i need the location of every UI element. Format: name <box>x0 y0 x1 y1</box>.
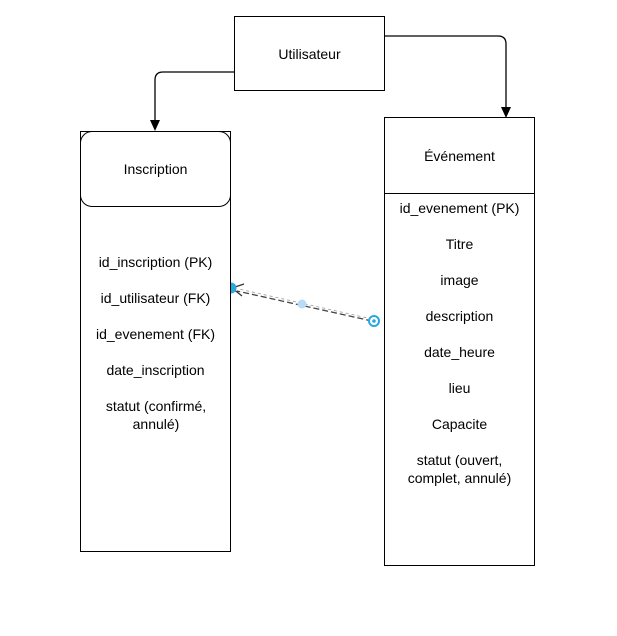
evenement-field: Titre <box>445 236 474 252</box>
evenement-field: statut (ouvert, complet, annulé) <box>407 452 512 486</box>
edge-evenement-inscription-selected[interactable] <box>225 282 380 327</box>
evenement-title: Événement <box>424 147 495 164</box>
edge-midpoint-handle <box>297 299 307 309</box>
arrowhead-inscription <box>150 120 160 131</box>
inscription-field: statut (confirmé, annulé) <box>105 398 207 432</box>
evenement-entity[interactable]: Événement id_evenement (PK) Titre image … <box>384 117 535 566</box>
evenement-field: description <box>425 308 494 324</box>
evenement-field: image <box>440 272 479 288</box>
evenement-field: id_evenement (PK) <box>399 200 520 216</box>
inscription-field: id_utilisateur (FK) <box>100 290 211 306</box>
inscription-entity[interactable]: Inscription id_inscription (PK) id_utili… <box>80 131 231 552</box>
inscription-field: id_evenement (FK) <box>95 326 216 342</box>
inscription-title: Inscription <box>123 161 188 177</box>
evenement-header[interactable]: Événement <box>385 118 534 194</box>
utilisateur-entity[interactable]: Utilisateur <box>234 16 385 91</box>
evenement-field: lieu <box>448 380 471 396</box>
arrowhead-evenement <box>501 107 511 118</box>
inscription-header[interactable]: Inscription <box>80 131 231 207</box>
inscription-field: date_inscription <box>106 362 205 378</box>
edge-utilisateur-inscription[interactable] <box>154 71 235 122</box>
utilisateur-title: Utilisateur <box>278 45 341 62</box>
evenement-field: Capacite <box>431 416 488 432</box>
inscription-field: id_inscription (PK) <box>98 254 213 270</box>
edge-utilisateur-evenement[interactable] <box>384 35 507 108</box>
evenement-field: date_heure <box>424 344 495 360</box>
